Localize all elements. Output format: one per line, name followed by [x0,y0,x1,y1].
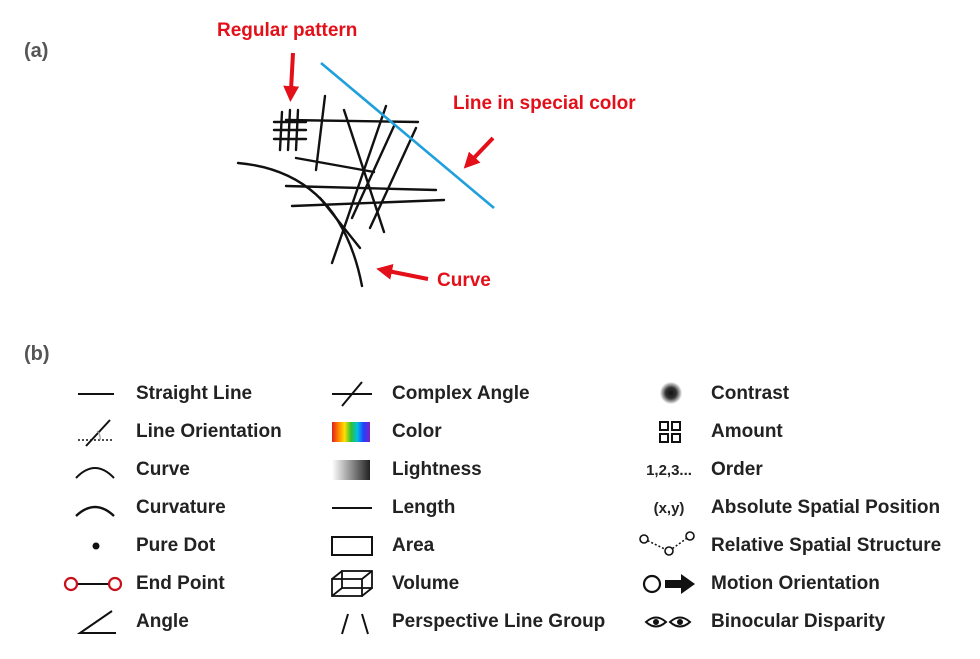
legend-label: Lightness [392,459,482,480]
volume-icon [331,570,373,597]
relative-structure-icon [639,531,695,556]
legend-item-relative-structure: Relative Spatial Structure [629,529,941,563]
legend-item-pure-dot: Pure Dot [54,529,354,563]
legend-label: Perspective Line Group [392,611,606,632]
legend-label: Curvature [136,497,226,518]
perspective-lines-icon [341,613,369,635]
order-icon: 1,2,3... [646,462,692,479]
legend-label: Length [392,497,456,518]
annotation-arrows [283,52,495,281]
legend-item-end-point: End Point [54,567,354,601]
legend-item-straight-line: Straight Line [54,377,354,411]
color-spectrum-icon [332,422,370,442]
binocular-disparity-icon [644,616,692,628]
special-color-annotation: Line in special color [453,93,636,114]
legend-item-line-orientation: Line Orientation [54,415,354,449]
angle-icon [76,610,116,634]
regular-pattern-arrow [283,52,300,102]
legend-item-complex-angle: Complex Angle [310,377,610,411]
legend-item-area: Area [310,529,610,563]
black-lines [236,94,446,288]
legend-label: Volume [392,573,460,594]
panel-a-label: (a) [24,40,49,62]
pure-dot-icon [92,542,100,550]
panel-b-label: (b) [24,343,50,365]
legend-item-length: Length [310,491,610,525]
curve-icon [75,467,115,479]
regular-pattern-annotation: Regular pattern [217,20,358,41]
contrast-icon [660,382,682,404]
position-icon: (x,y) [653,500,685,517]
legend-item-curve: Curve [54,453,354,487]
legend-item-binocular-disparity: Binocular Disparity [629,605,929,639]
legend-label: Absolute Spatial Position [711,497,941,518]
lightness-gradient-icon [332,460,370,480]
legend-item-order: 1,2,3... Order [629,453,929,487]
legend-label: Contrast [711,383,790,404]
legend-label: Curve [136,459,190,480]
legend-label: Area [392,535,435,556]
special-color-arrow [463,136,495,169]
curvature-icon [75,505,115,517]
length-icon [332,507,372,509]
legend-label: Motion Orientation [711,573,880,594]
line-sketch [236,52,495,288]
legend-item-perspective-lines: Perspective Line Group [310,605,610,639]
amount-icon [659,421,681,443]
special-color-line [320,62,495,209]
legend-label: Relative Spatial Structure [711,535,942,556]
legend-label: Line Orientation [136,421,282,442]
legend-label: Complex Angle [392,383,530,404]
line-orientation-icon [78,419,114,447]
legend-label: Binocular Disparity [711,611,886,632]
legend-item-amount: Amount [629,415,929,449]
legend-item-lightness: Lightness [310,453,610,487]
curve-annotation: Curve [437,270,491,291]
legend-item-color: Color [310,415,610,449]
straight-line-icon [78,393,114,395]
legend-item-angle: Angle [54,605,354,639]
legend-item-volume: Volume [310,567,610,601]
legend-label: Amount [711,421,783,442]
legend-label: Order [711,459,763,480]
complex-angle-icon [332,381,372,407]
motion-orientation-icon [642,574,695,594]
legend-label: Color [392,421,442,442]
legend-label: Pure Dot [136,535,216,556]
legend-label: Angle [136,611,189,632]
end-point-icon [63,576,123,592]
legend-item-contrast: Contrast [629,377,929,411]
legend-label: Straight Line [136,383,253,404]
area-icon [331,536,373,556]
legend-item-absolute-position: (x,y) Absolute Spatial Position [629,491,941,525]
legend-item-motion-orientation: Motion Orientation [629,567,929,601]
curve-arrow [376,263,429,281]
legend-label: End Point [136,573,225,594]
legend-item-curvature: Curvature [54,491,354,525]
